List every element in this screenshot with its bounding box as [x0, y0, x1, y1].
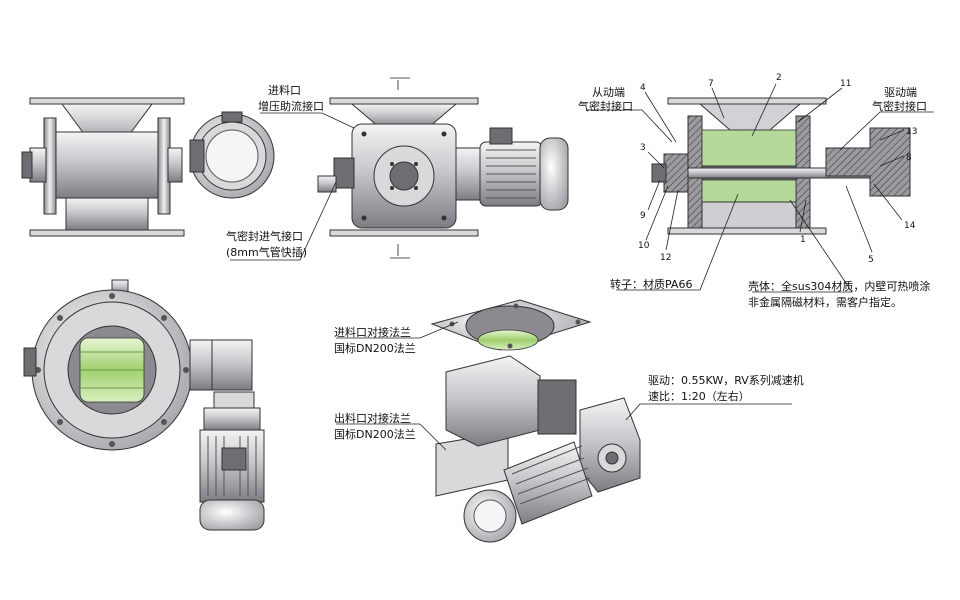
front-view	[21, 97, 275, 237]
label-drive-seal: 气密封接口	[872, 99, 927, 113]
part-number-13: 13	[906, 127, 917, 137]
leader-lines	[230, 83, 934, 451]
part-number-11: 11	[840, 79, 851, 89]
part-number-4: 4	[640, 83, 646, 93]
part-number-8: 9	[640, 211, 646, 221]
label-air-tube-spec: (8mm气管快插)	[226, 245, 307, 259]
section-view	[651, 97, 911, 235]
labels: 进料口 增压助流接口 气密封进气接口 (8mm气管快插) 从动端 气密封接口 驱…	[226, 83, 930, 441]
top-view	[23, 279, 265, 531]
part-number-5: 7	[708, 79, 714, 89]
label-inlet-port: 进料口	[268, 83, 301, 97]
label-driven-seal: 气密封接口	[578, 99, 633, 113]
part-numbers: 2 7 4 11 3 13 8 9 10 12 1 5 14	[638, 73, 917, 265]
label-outlet-flange-2: 国标DN200法兰	[334, 427, 416, 441]
side-view	[317, 77, 569, 259]
part-number-10: 5	[868, 255, 874, 265]
label-driven-end: 从动端	[592, 86, 625, 99]
part-number-12: 12	[660, 253, 671, 263]
label-outlet-flange-1: 出料口对接法兰	[334, 411, 411, 425]
label-drive-spec: 驱动：0.55KW，RV系列减速机	[648, 373, 804, 387]
label-drive-end: 驱动端	[884, 86, 917, 99]
label-rotor: 转子：材质PA66	[610, 277, 692, 291]
part-number-2: 2	[776, 73, 782, 83]
label-inlet-flange-1: 进料口对接法兰	[334, 325, 411, 339]
label-air-seal-inlet: 气密封进气接口	[226, 229, 303, 243]
label-pressure-boost-port: 增压助流接口	[258, 99, 324, 113]
label-ratio-spec: 速比：1:20（左右）	[648, 389, 750, 403]
part-number-14: 14	[904, 221, 916, 231]
part-number-1: 1	[800, 235, 806, 245]
label-shell-line-1: 壳体：全sus304材质，内壁可热喷涂	[748, 279, 930, 293]
isometric-view	[430, 299, 641, 543]
part-number-7: 8	[906, 153, 912, 163]
part-number-3: 3	[640, 143, 646, 153]
label-shell-line-2: 非金属隔磁材料，需客户指定。	[748, 295, 902, 309]
part-number-9: 10	[638, 241, 650, 251]
label-inlet-flange-2: 国标DN200法兰	[334, 341, 416, 355]
